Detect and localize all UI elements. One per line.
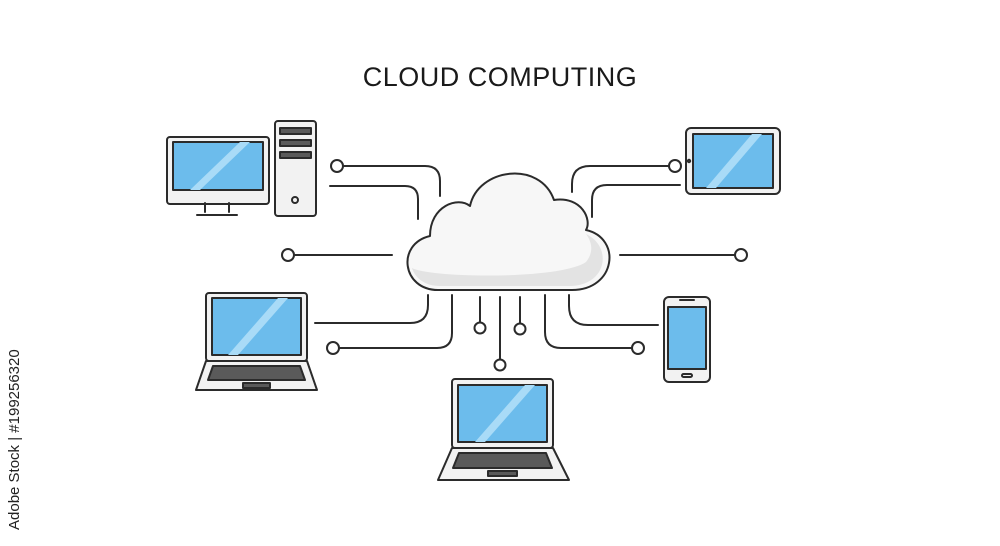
node-bottom-left (326, 341, 340, 355)
node-bottom-center-right (513, 322, 527, 336)
stock-id-label: Adobe Stock | #199256320 (6, 349, 23, 530)
laptop-icon (195, 292, 318, 391)
connector-bottom-right-upper (568, 294, 659, 326)
connector-bottom-right-lower (544, 294, 633, 349)
node-bottom-right (631, 341, 645, 355)
node-bottom-center-left (473, 321, 487, 335)
node-top-right (668, 159, 682, 173)
diagram-title: CLOUD COMPUTING (362, 62, 638, 92)
node-top-left (330, 159, 344, 173)
cloud-icon (406, 172, 611, 291)
connector-bottom-left-upper (314, 294, 429, 324)
node-right (734, 248, 748, 262)
connector-lines (294, 165, 736, 360)
connector-top-right-lower (591, 184, 681, 218)
smartphone-icon (663, 296, 711, 383)
tower-icon (274, 120, 317, 217)
connector-top-left-lower (329, 185, 419, 220)
node-bottom-center (493, 358, 507, 372)
node-left (281, 248, 295, 262)
tablet-icon (685, 127, 781, 195)
monitor-icon (166, 136, 270, 216)
connector-bottom-left-lower (338, 294, 453, 349)
laptop-bottom-icon (437, 378, 570, 481)
connector-top-right-upper (571, 165, 671, 193)
connector-top-left-upper (342, 165, 441, 197)
connector-nodes (281, 159, 748, 372)
